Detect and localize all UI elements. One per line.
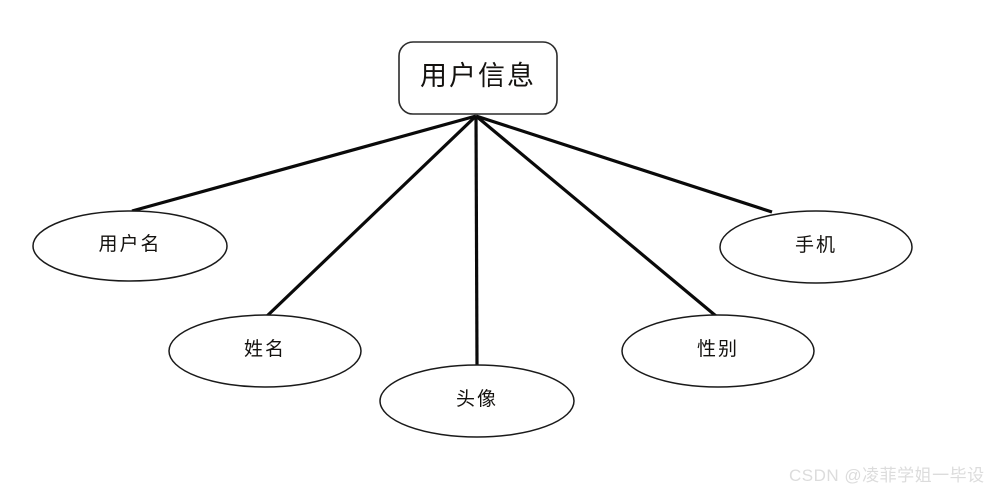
attribute-shapes-group bbox=[32, 210, 913, 438]
connector-line-phone bbox=[475, 114, 773, 214]
entity-label-user-info: 用户信息 bbox=[420, 61, 536, 91]
attribute-ellipse-username[interactable] bbox=[32, 210, 228, 282]
connector-line-username bbox=[131, 114, 477, 213]
entity-box-user-info[interactable] bbox=[398, 41, 558, 115]
attribute-label-username: 用户名 bbox=[98, 234, 162, 255]
entity-shape-group bbox=[398, 41, 558, 115]
connector-lines-group bbox=[131, 114, 773, 366]
connector-line-avatar bbox=[474, 115, 479, 366]
attribute-label-fullname: 姓名 bbox=[243, 339, 286, 360]
attribute-ellipse-gender[interactable] bbox=[621, 314, 815, 388]
attribute-label-gender: 性别 bbox=[696, 339, 739, 360]
attribute-ellipse-phone[interactable] bbox=[719, 210, 913, 284]
attribute-ellipse-fullname[interactable] bbox=[168, 314, 362, 388]
attribute-ellipse-avatar[interactable] bbox=[379, 364, 575, 438]
connector-line-fullname bbox=[265, 114, 478, 318]
attribute-label-avatar: 头像 bbox=[455, 389, 498, 410]
attribute-label-phone: 手机 bbox=[794, 235, 837, 256]
watermark-text: CSDN @凌菲学姐一毕设 bbox=[789, 466, 985, 485]
connector-line-gender bbox=[474, 114, 718, 318]
